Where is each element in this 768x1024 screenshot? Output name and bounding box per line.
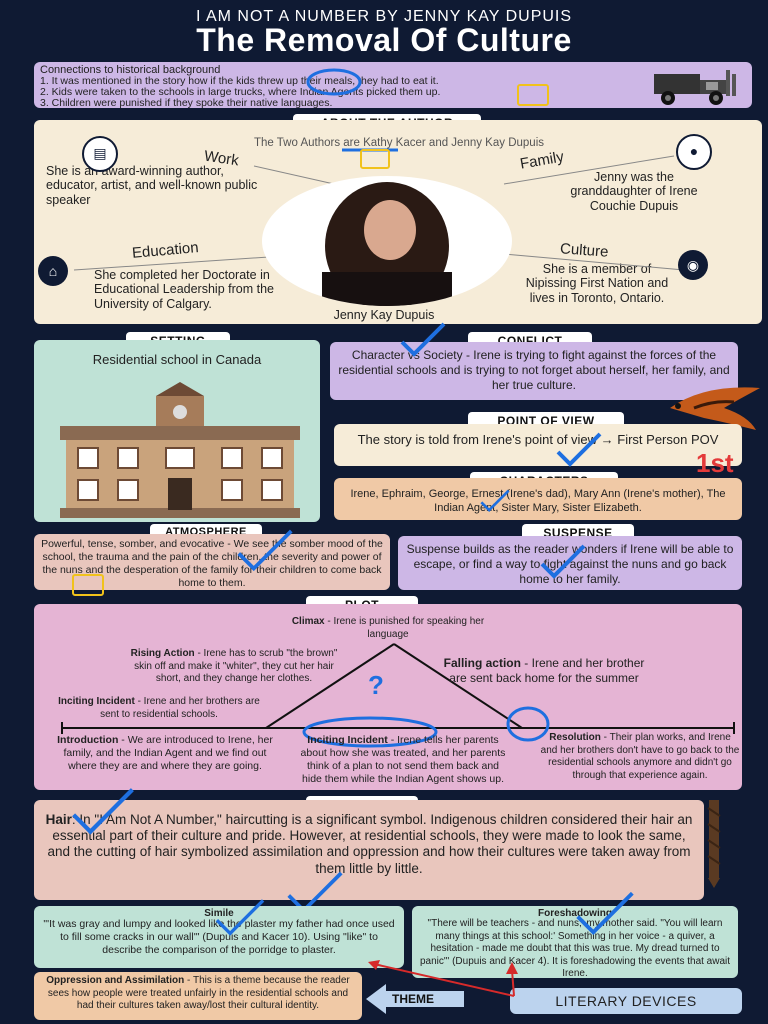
suspense-panel: Suspense builds as the reader wonders if… — [398, 536, 742, 590]
annotation-check-4 — [237, 529, 293, 572]
plot-climax: Climax - Irene is punished for speaking … — [288, 616, 488, 641]
plot-rising-label: Rising Action — [130, 648, 195, 659]
plot-falling-label: Falling action — [443, 656, 521, 670]
symbol-panel: Hair: In "I Am Not A Number," haircuttin… — [34, 800, 704, 900]
pov-panel: The story is told from Irene's point of … — [334, 424, 742, 466]
theme-body: - This is a theme because the reader see… — [47, 975, 350, 1011]
culture-icon: ◉ — [678, 250, 708, 280]
annotation-check-3 — [480, 489, 510, 512]
page-title: The Removal Of Culture — [196, 22, 572, 58]
culture-text: She is a member of Nipissing First Natio… — [525, 262, 669, 305]
plot-rising-text: - Irene has to scrub "the brown" skin of… — [134, 648, 338, 684]
pov-text: The story is told from Irene's point of … — [357, 432, 719, 447]
education-icon: ⌂ — [38, 256, 68, 286]
plot-resolution-label: Resolution — [549, 732, 601, 743]
characters-panel: Irene, Ephraim, George, Ernest (Irene's … — [334, 478, 742, 520]
plot-inciting-incident-mid: Inciting Incident - Irene tells her pare… — [296, 734, 510, 787]
foreshadowing-title: Foreshadowing — [538, 908, 612, 919]
theme-panel: Oppression and Assimilation - This is a … — [34, 972, 362, 1020]
author-photo — [262, 176, 512, 306]
plot-climax-text: - Irene is punished for speaking her lan… — [324, 616, 485, 640]
plot-rising-action: Rising Action - Irene has to scrub "the … — [124, 648, 344, 686]
annotation-check-5 — [540, 544, 586, 579]
braid-illustration — [707, 800, 721, 888]
theme-title: Oppression and Assimilation — [46, 975, 185, 986]
plot-resolution-text: - Their plan works, and Irene and her br… — [540, 732, 740, 781]
author-photo-caption: Jenny Kay Dupuis — [333, 308, 435, 322]
connections-item-3: 3. Children were punished if they spoke … — [40, 97, 333, 109]
theme-text: Oppression and Assimilation - This is a … — [40, 975, 356, 1013]
annotation-note-2 — [360, 149, 390, 169]
education-text: She completed her Doctorate in Education… — [94, 268, 274, 311]
plot-diagram — [61, 643, 735, 748]
annotation-note-3 — [72, 574, 104, 596]
theme-arrow — [366, 984, 464, 1014]
atmosphere-text: Powerful, tense, somber, and evocative -… — [41, 538, 383, 590]
plot-question-mark: ? — [368, 670, 384, 700]
setting-panel: Residential school in Canada — [34, 340, 320, 522]
foreshadowing-panel: Foreshadowing "There will be teachers - … — [412, 906, 738, 979]
literary-devices-arrows — [368, 960, 518, 997]
annotation-circle-1 — [306, 68, 362, 96]
symbol-body: : In "I Am Not A Number," haircutting is… — [47, 812, 693, 876]
setting-text: Residential school in Canada — [92, 352, 262, 367]
suspense-text: Suspense builds as the reader wonders if… — [406, 542, 734, 586]
connections-panel: Connections to historical background 1. … — [34, 62, 752, 109]
plot-panel: ? Climax - Irene is punished for speakin… — [34, 604, 742, 790]
plot-inciting-left-text: - Irene and her brothers are sent to res… — [100, 696, 260, 720]
plot-falling-action: Falling action - Irene and her brother a… — [434, 656, 654, 686]
plot-climax-label: Climax — [291, 616, 325, 627]
work-icon: ▤ — [82, 136, 118, 172]
connections-heading: Connections to historical background — [40, 64, 221, 76]
plot-intro-label: Introduction — [57, 734, 119, 746]
truck-illustration — [654, 70, 736, 105]
atmosphere-panel: Powerful, tense, somber, and evocative -… — [34, 534, 390, 590]
plot-resolution: Resolution - Their plan works, and Irene… — [540, 732, 740, 782]
about-author-panel: The Two Authors are Kathy Kacer and Jenn… — [34, 120, 762, 324]
literary-devices-label: LITERARY DEVICES — [555, 993, 697, 1009]
theme-arrow-label: THEME — [392, 992, 434, 1006]
annotation-check-9 — [576, 891, 634, 935]
authors-line: The Two Authors are Kathy Kacer and Jenn… — [253, 137, 544, 149]
literary-devices-panel: LITERARY DEVICES — [510, 988, 742, 1014]
simile-panel: Simile "'It was gray and lumpy and looke… — [34, 906, 404, 968]
annotation-check-1 — [400, 322, 446, 357]
characters-text: Irene, Ephraim, George, Ernest (Irene's … — [350, 488, 726, 514]
annotation-check-8 — [215, 899, 265, 936]
annotation-check-6 — [72, 788, 134, 835]
first-person-sticker: 1st — [696, 448, 734, 478]
plot-inciting-incident-left: Inciting Incident - Irene and her brothe… — [54, 696, 264, 721]
symbol-text: Hair: In "I Am Not A Number," haircuttin… — [44, 812, 694, 877]
connections-item-1: 1. It was mentioned in the story how if … — [40, 75, 439, 87]
plot-inciting-mid-text: - Irene tells her parents about how she … — [300, 734, 506, 786]
plot-inciting-mid-label: Inciting Incident — [307, 734, 388, 746]
plot-inciting-left-label: Inciting Incident — [58, 696, 135, 707]
school-building-illustration — [60, 382, 300, 518]
simile-title: Simile — [204, 908, 234, 919]
annotation-note-1 — [517, 84, 549, 106]
plot-introduction: Introduction - We are introduced to Iren… — [50, 734, 280, 773]
bird-illustration — [670, 387, 760, 430]
subtitle-header: I AM NOT A NUMBER BY JENNY KAY DUPUIS — [195, 8, 573, 25]
plot-falling-text: - Irene and her brother are sent back ho… — [449, 656, 645, 685]
connector-lines — [73, 155, 685, 271]
symbol-lead: Hair — [45, 812, 72, 827]
annotation-check-2 — [556, 432, 602, 467]
family-icon: ● — [676, 134, 712, 170]
conflict-panel: Character vs Society - Irene is trying t… — [330, 342, 738, 400]
conflict-text: Character vs Society - Irene is trying t… — [338, 348, 730, 392]
foreshadowing-text: "There will be teachers - and nuns;' my … — [419, 918, 731, 979]
family-text: Jenny was the granddaughter of Irene Cou… — [570, 170, 698, 213]
plot-intro-text: - We are introduced to Irene, her family… — [63, 734, 273, 773]
